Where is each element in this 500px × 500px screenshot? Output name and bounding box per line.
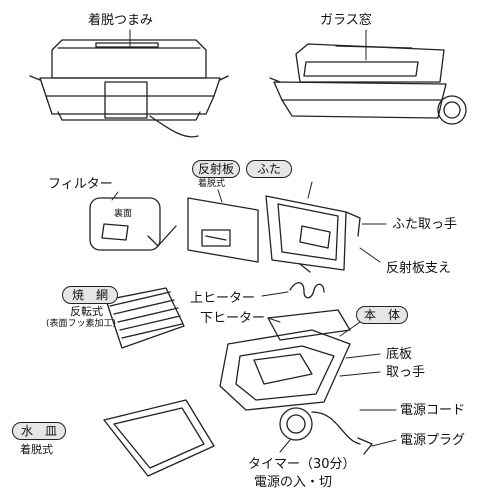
label-grill-net: 焼 網	[62, 286, 118, 304]
grill-net-part	[105, 287, 185, 349]
label-filter: フィルター	[48, 177, 113, 192]
label-bottom-plate: 底板	[386, 347, 413, 362]
label-lower-heater: 下ヒーター	[200, 311, 266, 326]
label-lid: ふた	[246, 160, 292, 178]
label-timer: タイマー（30分）	[248, 457, 356, 472]
label-body: 本 体	[356, 306, 408, 324]
label-removable-knob: 着脱つまみ	[88, 13, 154, 28]
label-water-tray-sub: 着脱式	[20, 443, 53, 456]
label-upper-heater: 上ヒーター	[190, 291, 256, 306]
label-reflector: 反射板	[192, 160, 240, 178]
label-glass-window: ガラス窓	[320, 13, 372, 28]
label-filter-back: 裏面	[114, 209, 133, 219]
label-reflector-sub: 着脱式	[198, 179, 226, 189]
grill-front-view	[29, 39, 229, 138]
lid-part	[265, 195, 361, 273]
filter-part	[89, 197, 177, 251]
body-part	[219, 282, 373, 455]
water-tray-part	[103, 399, 215, 477]
leader-lines	[111, 29, 397, 453]
label-water-tray: 水 皿	[12, 422, 66, 440]
reflector-plate	[187, 197, 259, 263]
label-reflector-support: 反射板支え	[386, 261, 452, 276]
label-power-plug: 電源プラグ	[400, 433, 466, 448]
label-grill-net-sub1: 反転式	[70, 305, 103, 318]
label-lid-handle: ふた取っ手	[392, 217, 458, 232]
label-timer-power: 電源の入・切	[254, 475, 333, 490]
label-handle: 取っ手	[386, 365, 426, 380]
grill-window-view	[269, 43, 467, 125]
label-grill-net-sub2: (表面フッ素加工)	[46, 319, 117, 329]
label-power-cord: 電源コード	[400, 403, 466, 418]
